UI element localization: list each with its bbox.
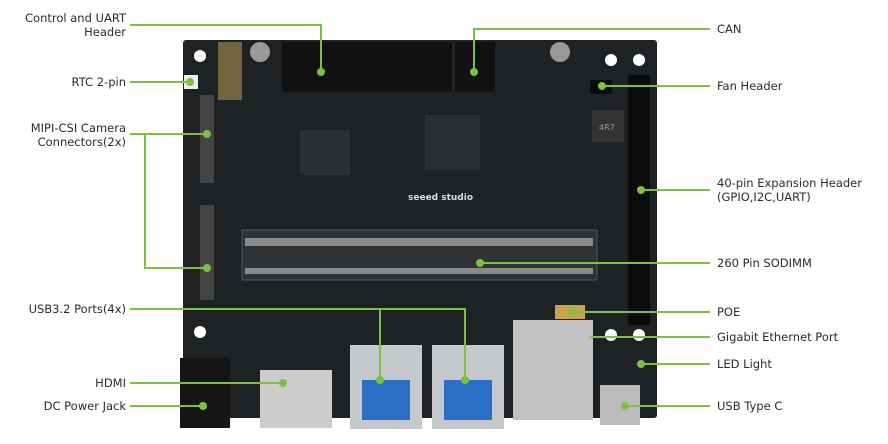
- leader-lines: [130, 24, 710, 407]
- ethernet-port: [513, 320, 593, 420]
- label-fan-header: Fan Header: [717, 79, 783, 93]
- hdmi-port: [260, 370, 332, 428]
- usb-stack-1-insert: [362, 380, 410, 420]
- label-line: Header: [84, 25, 126, 39]
- label-sodimm: 260 Pin SODIMM: [717, 256, 812, 270]
- label-line: MIPI-CSI Camera: [30, 121, 126, 135]
- jumper-pins: [218, 42, 242, 100]
- label-line: Control and UART: [25, 11, 126, 25]
- expansion-header: [628, 75, 650, 325]
- sodimm-contacts-top: [245, 238, 593, 246]
- label-can: CAN: [717, 22, 742, 36]
- label-line: 40-pin Expansion Header: [717, 176, 862, 190]
- camera-connector-2: [200, 205, 214, 300]
- inductor-marking: 4R7: [599, 123, 615, 132]
- label-poe: POE: [717, 305, 741, 319]
- label-usb-type-c: USB Type C: [717, 399, 783, 413]
- label-led-light: LED Light: [717, 357, 772, 371]
- usb-stack-2-insert: [444, 380, 492, 420]
- leader-dots: [186, 68, 645, 410]
- uart-header: [282, 42, 452, 92]
- label-gigabit-ethernet: Gigabit Ethernet Port: [717, 330, 839, 344]
- label-dc-power-jack: DC Power Jack: [43, 399, 126, 413]
- label-line: (GPIO,I2C,UART): [717, 190, 811, 204]
- label-line: Connectors(2x): [37, 135, 126, 149]
- soc-chip: [425, 115, 480, 170]
- label-rtc: RTC 2-pin: [71, 75, 126, 89]
- dc-jack: [180, 358, 230, 428]
- label-usb32: USB3.2 Ports(4x): [28, 302, 126, 316]
- cpu-chip: [300, 130, 350, 175]
- sodimm-contacts-bottom: [245, 268, 593, 274]
- label-hdmi: HDMI: [95, 376, 126, 390]
- label-40pin-header: 40-pin Expansion Header(GPIO,I2C,UART): [717, 176, 862, 204]
- inductor: [592, 110, 624, 142]
- brand-silkscreen: seeed studio: [408, 193, 473, 203]
- camera-connector-1: [200, 95, 214, 183]
- standoffs: [250, 42, 570, 62]
